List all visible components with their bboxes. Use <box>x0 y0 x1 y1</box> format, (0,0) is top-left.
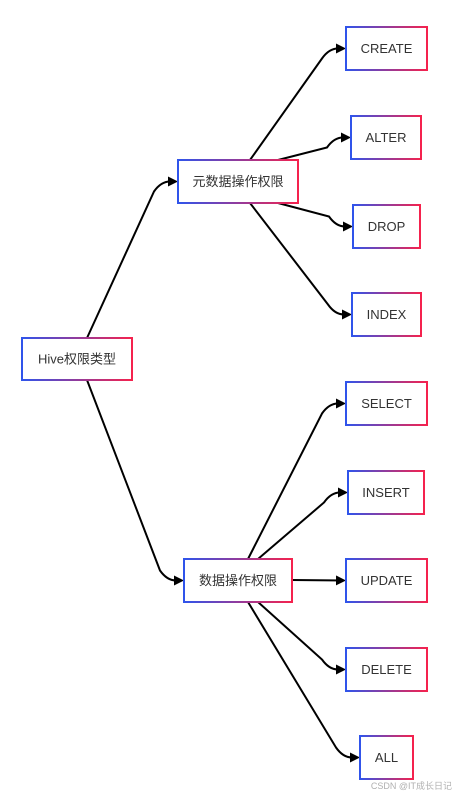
leaf-node-drop-box <box>352 204 421 249</box>
root-node-box <box>21 337 133 381</box>
edge-branch-2-to-update <box>291 575 346 586</box>
edge-branch-1-to-create <box>249 43 346 161</box>
leaf-node-alter: ALTER <box>350 115 422 160</box>
leaf-node-delete: DELETE <box>345 647 428 692</box>
leaf-node-update: UPDATE <box>345 558 428 603</box>
edge-root-to-branch-1 <box>86 176 178 339</box>
leaf-node-create-label: CREATE <box>361 41 413 56</box>
watermark-text: CSDN @IT成长日记 <box>370 781 452 791</box>
root-node: Hive权限类型 <box>21 337 133 381</box>
leaf-node-insert: INSERT <box>347 470 425 515</box>
leaf-node-drop: DROP <box>352 204 421 249</box>
edge-branch-1-to-index <box>249 202 352 320</box>
edges-layer <box>86 43 360 763</box>
edge-branch-2-to-all <box>247 601 360 763</box>
root-node-label: Hive权限类型 <box>38 351 116 366</box>
leaf-node-index-box <box>351 292 422 337</box>
leaf-node-select-label: SELECT <box>361 396 412 411</box>
leaf-node-insert-box <box>347 470 425 515</box>
edge-root-to-branch-2 <box>86 379 184 586</box>
leaf-node-alter-label: ALTER <box>366 130 407 145</box>
leaf-node-alter-box <box>350 115 422 160</box>
nodes-layer: Hive权限类型 元数据操作权限 CREATE ALTER DROP INDEX 数据操作权… <box>21 26 428 780</box>
leaf-node-select-box <box>345 381 428 426</box>
leaf-node-drop-label: DROP <box>368 219 406 234</box>
edge-branch-1-to-drop <box>277 202 353 232</box>
leaf-node-all-box <box>359 735 414 780</box>
leaf-node-delete-label: DELETE <box>361 662 412 677</box>
branch-node-1-label: 元数据操作权限 <box>192 174 283 189</box>
leaf-node-delete-box <box>345 647 428 692</box>
leaf-node-create: CREATE <box>345 26 428 71</box>
branch-node-2: 数据操作权限 <box>183 558 293 603</box>
leaf-node-index-label: INDEX <box>367 307 407 322</box>
leaf-node-all-label: ALL <box>375 750 398 765</box>
leaf-node-create-box <box>345 26 428 71</box>
leaf-node-index: INDEX <box>351 292 422 337</box>
leaf-node-all: ALL <box>359 735 414 780</box>
edge-branch-2-to-delete <box>257 601 346 675</box>
edge-branch-1-to-alter <box>277 132 351 161</box>
leaf-node-insert-label: INSERT <box>362 485 409 500</box>
branch-node-1-box <box>177 159 299 204</box>
branch-node-1: 元数据操作权限 <box>177 159 299 204</box>
edge-branch-2-to-select <box>247 398 346 560</box>
leaf-node-update-label: UPDATE <box>361 573 413 588</box>
leaf-node-update-box <box>345 558 428 603</box>
branch-node-2-box <box>183 558 293 603</box>
edge-branch-2-to-insert <box>257 487 348 560</box>
branch-node-2-label: 数据操作权限 <box>199 573 277 588</box>
leaf-node-select: SELECT <box>345 381 428 426</box>
